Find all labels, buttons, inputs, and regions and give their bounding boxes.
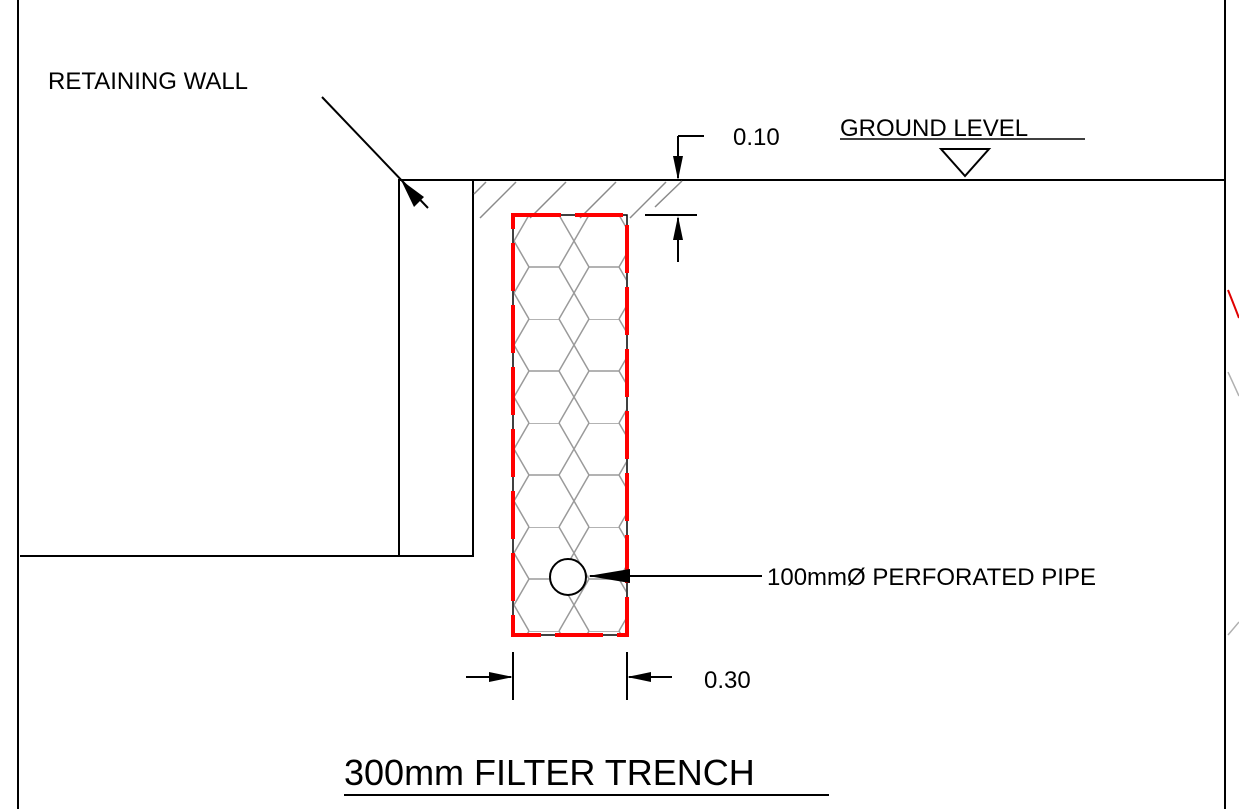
cover-hatch [473, 180, 683, 219]
cover-dim-arrow-down [673, 156, 683, 180]
retaining-wall-label: RETAINING WALL [48, 68, 248, 95]
pipe-leader [588, 569, 762, 583]
drawing-title: 300mm FILTER TRENCH [344, 752, 755, 793]
cover-dim-arrow-up [673, 216, 683, 240]
ground-level-marker [938, 148, 992, 178]
ground-level-label: GROUND LEVEL [840, 115, 1028, 142]
cover-depth-label: 0.10 [733, 124, 780, 151]
perforated-pipe-label: 100mmØ PERFORATED PIPE [767, 564, 1096, 591]
perforated-pipe [549, 558, 587, 596]
retaining-wall [398, 179, 474, 557]
trench-width-label: 0.30 [704, 667, 751, 694]
cover-depth-dimension [645, 135, 704, 262]
drawing-frame [17, 0, 1239, 809]
width-dim-arrow-right [489, 672, 513, 682]
width-dim-arrow-left [627, 672, 651, 682]
geotextile-dashes [511, 213, 629, 637]
retaining-wall-leader [321, 96, 429, 209]
